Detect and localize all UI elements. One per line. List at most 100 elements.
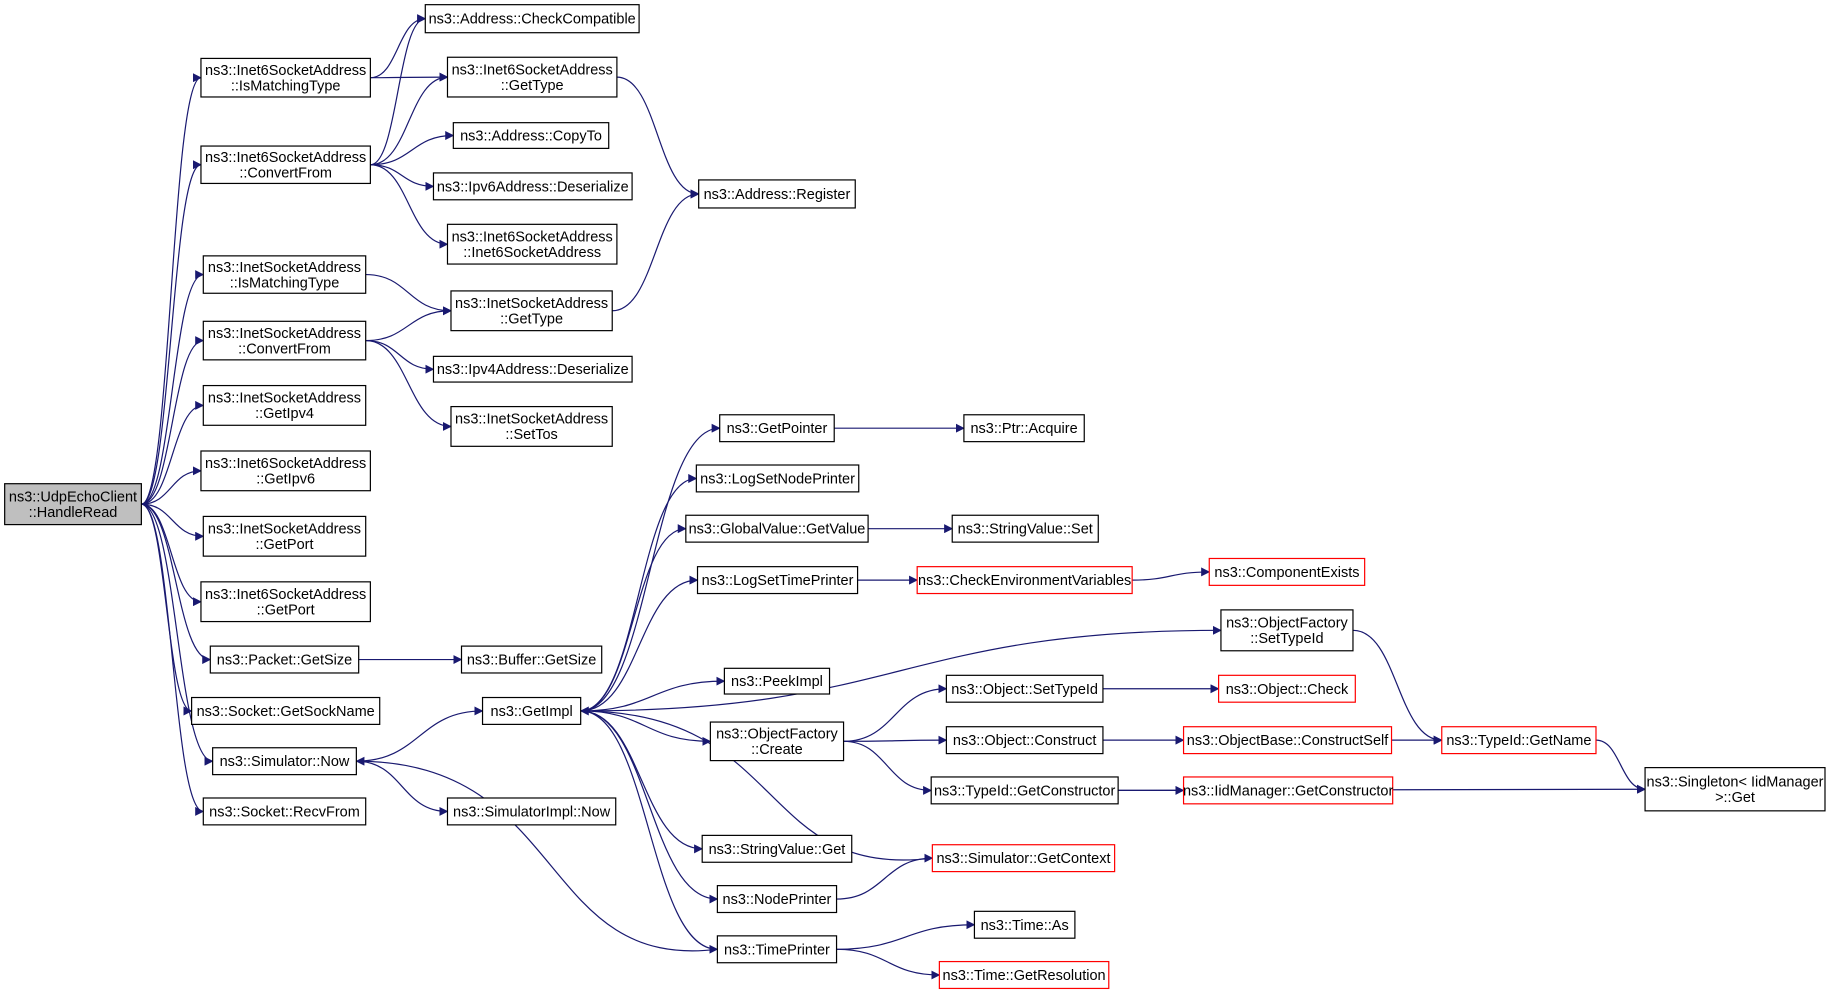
node-label: ns3::NodePrinter (723, 892, 832, 908)
node-buffer-getsize[interactable]: ns3::Buffer::GetSize (460, 645, 603, 674)
node-label: ns3::LogSetNodePrinter (700, 471, 855, 487)
edges (141, 14, 1646, 980)
node-i6-ismatch[interactable]: ns3::Inet6SocketAddress::IsMatchingType (200, 57, 371, 98)
node-box (696, 566, 859, 595)
node-logsettimeprinter[interactable]: ns3::LogSetTimePrinter (696, 566, 859, 595)
node-label: ::ConvertFrom (239, 165, 332, 181)
node-i4-convertfrom[interactable]: ns3::InetSocketAddress::ConvertFrom (202, 320, 367, 361)
node-stringvalue-set[interactable]: ns3::StringValue::Set (951, 514, 1099, 543)
node-typeid-getctor[interactable]: ns3::TypeId::GetConstructor (930, 776, 1119, 805)
node-box (701, 834, 853, 863)
node-packet-getsize[interactable]: ns3::Packet::GetSize (209, 645, 360, 674)
edge (843, 684, 948, 742)
node-i6-getport[interactable]: ns3::Inet6SocketAddress::GetPort (200, 581, 371, 623)
node-componentexists[interactable]: ns3::ComponentExists (1208, 557, 1366, 586)
edge (580, 710, 704, 854)
node-i6-gettype[interactable]: ns3::Inet6SocketAddress::GetType (446, 56, 618, 98)
edge-sim_getcontext-to-getimpl (579, 706, 933, 861)
node-box (963, 414, 1085, 443)
node-label: ns3::ComponentExists (1214, 565, 1359, 581)
node-label: ns3::Singleton< IidManager (1647, 774, 1824, 790)
node-label: ns3::Address::CheckCompatible (429, 12, 636, 28)
node-i4-getport[interactable]: ns3::InetSocketAddress::GetPort (202, 515, 367, 557)
edge-getimpl-to-of_settypeid (580, 625, 1222, 712)
node-objbase-constructself[interactable]: ns3::ObjectBase::ConstructSelf (1182, 726, 1393, 755)
nodes: ns3::UdpEchoClient::HandleReadns3::Inet6… (4, 4, 1826, 990)
node-addr-checkcompat[interactable]: ns3::Address::CheckCompatible (424, 4, 640, 34)
node-nodeprinter[interactable]: ns3::NodePrinter (716, 885, 838, 914)
node-label: ns3::Simulator::GetContext (936, 851, 1110, 867)
node-box (695, 464, 860, 493)
node-i6-getipv6[interactable]: ns3::Inet6SocketAddress::GetIpv6 (200, 450, 371, 492)
node-label: ns3::IidManager::GetConstructor (1183, 783, 1394, 799)
node-label: ns3::Inet6SocketAddress (205, 150, 366, 166)
node-logsetnodeprinter[interactable]: ns3::LogSetNodePrinter (695, 464, 860, 493)
edge (836, 948, 941, 980)
node-label: ns3::Simulator::Now (220, 754, 350, 770)
node-ptr-acquire[interactable]: ns3::Ptr::Acquire (963, 414, 1085, 443)
edge-root-to-sim_now (141, 503, 214, 766)
node-ipv6-deser[interactable]: ns3::Ipv6Address::Deserialize (432, 172, 633, 201)
node-peekimpl[interactable]: ns3::PeekImpl (723, 667, 831, 695)
node-i4-getipv4[interactable]: ns3::InetSocketAddress::GetIpv4 (202, 384, 367, 426)
edge-typeid_getname-to-singleton_get (1595, 739, 1646, 794)
node-gv-getvalue[interactable]: ns3::GlobalValue::GetValue (685, 514, 869, 543)
edge (580, 625, 1222, 712)
node-stringvalue-get[interactable]: ns3::StringValue::Get (701, 834, 853, 863)
node-getpointer[interactable]: ns3::GetPointer (719, 414, 835, 443)
edge-timeprinter-to-time_getresolution (836, 948, 941, 980)
node-i4-gettype[interactable]: ns3::InetSocketAddress::GetType (450, 290, 613, 332)
node-addr-register[interactable]: ns3::Address::Register (698, 179, 856, 209)
node-simimpl-now[interactable]: ns3::SimulatorImpl::Now (446, 797, 617, 826)
node-timeprinter[interactable]: ns3::TimePrinter (716, 935, 838, 964)
node-sim-getcontext[interactable]: ns3::Simulator::GetContext (931, 844, 1116, 873)
node-box (212, 747, 357, 776)
node-typeid-getname[interactable]: ns3::TypeId::GetName (1441, 726, 1597, 755)
node-of-settypeid[interactable]: ns3::ObjectFactory::SetTypeId (1220, 609, 1354, 652)
node-obj-check[interactable]: ns3::Object::Check (1218, 674, 1356, 703)
edge (355, 756, 718, 952)
edge (141, 466, 202, 505)
node-box (4, 483, 142, 526)
node-ipv4-deser[interactable]: ns3::Ipv4Address::Deserialize (432, 355, 633, 383)
node-box (460, 645, 603, 674)
node-box (1182, 726, 1393, 755)
node-label: ns3::Time::GetResolution (943, 968, 1106, 984)
node-box (191, 696, 381, 725)
edge-root-to-socket_recvfrom (141, 503, 205, 816)
node-i4-settos[interactable]: ns3::InetSocketAddress::SetTos (450, 405, 613, 447)
node-label: ns3::Address::CopyTo (460, 129, 602, 145)
node-i4-ismatch[interactable]: ns3::InetSocketAddress::IsMatchingType (202, 255, 367, 294)
node-label: ns3::Socket::RecvFrom (209, 804, 360, 820)
node-socket-recvfrom[interactable]: ns3::Socket::RecvFrom (202, 797, 367, 826)
edge-i6_gettype-to-addr_register (616, 76, 700, 199)
node-label: ns3::InetSocketAddress (208, 522, 361, 538)
node-i6-ctor[interactable]: ns3::Inet6SocketAddress::Inet6SocketAddr… (446, 223, 618, 265)
edge-root-to-packet_getsize (141, 503, 212, 665)
node-obj-construct[interactable]: ns3::Object::Construct (945, 726, 1104, 755)
node-label: ns3::StringValue::Set (958, 522, 1093, 538)
node-singleton-get[interactable]: ns3::Singleton< IidManager >::Get (1644, 767, 1826, 812)
node-i6-convertfrom[interactable]: ns3::Inet6SocketAddress::ConvertFrom (200, 145, 371, 185)
node-label: ns3::InetSocketAddress (208, 260, 361, 276)
node-label: ::GetType (500, 312, 563, 328)
node-root[interactable]: ns3::UdpEchoClient::HandleRead (4, 483, 142, 526)
node-box (424, 4, 640, 34)
node-iidmgr-getctor[interactable]: ns3::IidManager::GetConstructor (1183, 776, 1394, 805)
edge-root-to-i6_ismatch (141, 73, 202, 505)
node-sim-now[interactable]: ns3::Simulator::Now (212, 747, 357, 776)
edge (370, 131, 455, 166)
node-checkenv[interactable]: ns3::CheckEnvironmentVariables (916, 566, 1133, 595)
node-box (200, 57, 371, 98)
node-getimpl[interactable]: ns3::GetImpl (481, 696, 582, 725)
node-time-as[interactable]: ns3::Time::As (973, 910, 1076, 939)
node-addr-copyto[interactable]: ns3::Address::CopyTo (452, 122, 610, 149)
node-obj-settypeid[interactable]: ns3::Object::SetTypeId (945, 674, 1104, 703)
node-box (938, 960, 1110, 990)
edge (1352, 629, 1443, 745)
node-socket-getsockname[interactable]: ns3::Socket::GetSockName (191, 696, 381, 725)
node-box (685, 514, 869, 543)
node-of-create[interactable]: ns3::ObjectFactory::Create (709, 721, 845, 762)
node-time-getresolution[interactable]: ns3::Time::GetResolution (938, 960, 1110, 990)
node-box (1218, 674, 1356, 703)
